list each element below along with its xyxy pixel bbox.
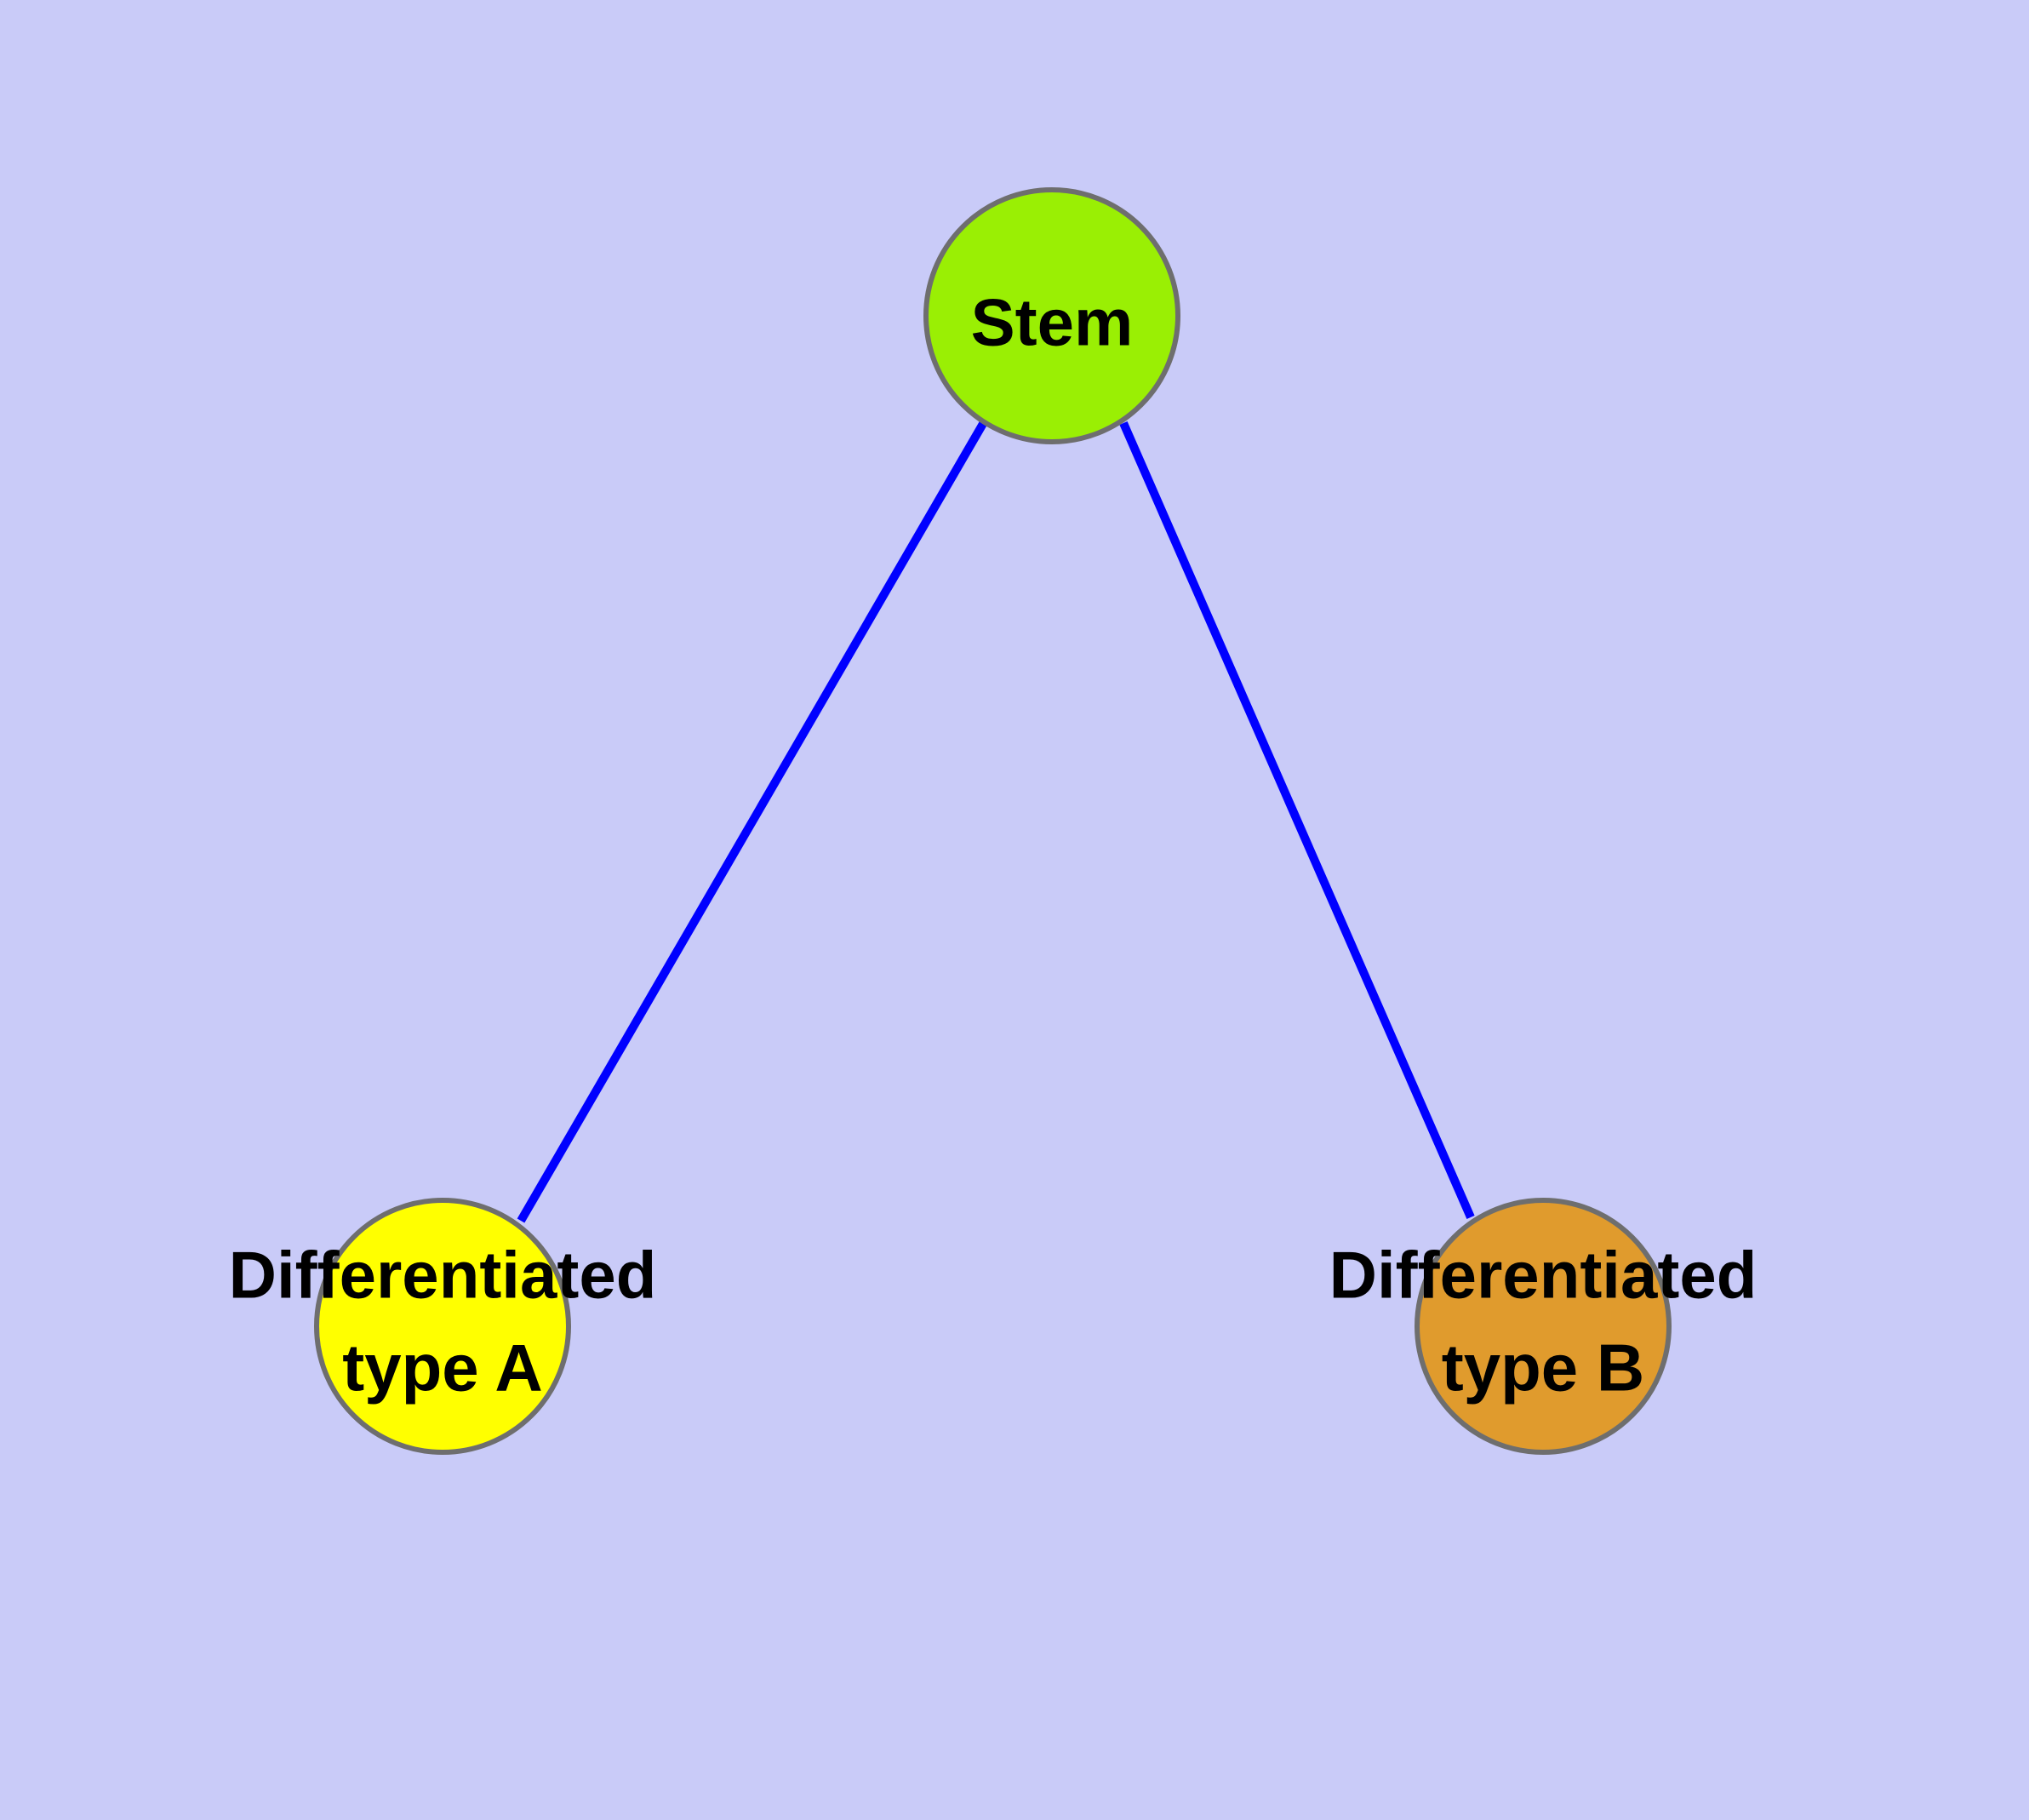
node-layer — [314, 187, 1672, 1455]
node-differentiated-type-a-circle[interactable] — [314, 1198, 571, 1455]
node-differentiated-type-a[interactable] — [314, 1198, 571, 1455]
edge-stem-to-differentiated-type-a[interactable] — [517, 420, 988, 1223]
node-differentiated-type-a-label-line1: Differentiated — [229, 1238, 657, 1313]
node-stem-circle[interactable] — [923, 187, 1180, 444]
node-differentiated-type-b[interactable] — [1415, 1198, 1672, 1455]
label-layer: Stem Differentiated type A Differentiate… — [229, 285, 1758, 1405]
node-differentiated-type-b-circle[interactable] — [1415, 1198, 1672, 1455]
node-stem[interactable] — [923, 187, 1180, 444]
edge-stem-to-differentiated-type-b[interactable] — [1119, 421, 1475, 1220]
node-differentiated-type-b-label-line1: Differentiated — [1329, 1238, 1758, 1313]
node-differentiated-type-b-label-line2: type B — [1442, 1331, 1644, 1405]
node-differentiated-type-a-label-line2: type A — [342, 1331, 543, 1405]
node-stem-label: Stem — [971, 285, 1134, 360]
edge-layer — [517, 420, 1475, 1223]
